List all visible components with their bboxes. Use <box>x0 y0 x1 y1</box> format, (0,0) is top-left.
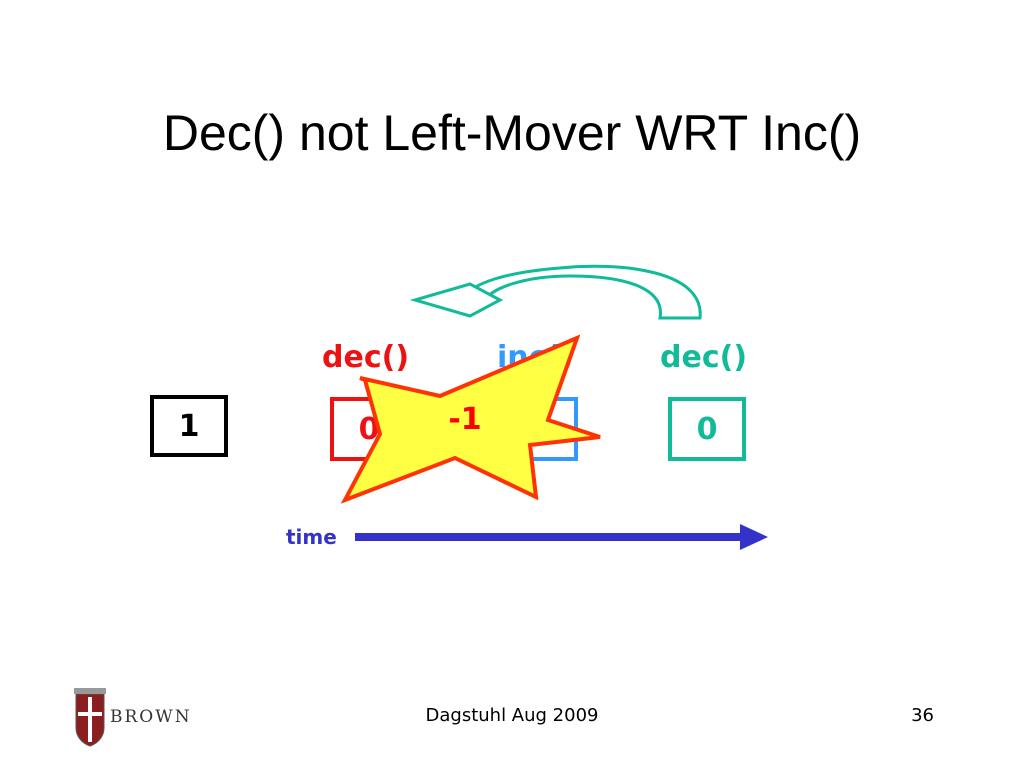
state-box-after-dec-2: 0 <box>668 397 746 461</box>
swap-arrow <box>460 264 702 320</box>
state-box-initial: 1 <box>150 395 228 457</box>
time-label: time <box>286 525 337 549</box>
op-label-dec-1: dec() <box>322 340 410 375</box>
slide-title: Dec() not Left-Mover WRT Inc() <box>162 105 862 161</box>
swap-arrowhead <box>409 282 504 318</box>
brown-shield-icon <box>74 688 106 747</box>
footer-text: Dagstuhl Aug 2009 <box>425 705 599 726</box>
op-label-dec-2: dec() <box>660 340 748 375</box>
collision-burst <box>340 334 601 504</box>
brown-logo-text: BROWN <box>110 707 192 727</box>
burst-value: -1 <box>448 402 482 437</box>
time-arrow-head <box>740 524 768 550</box>
page-number: 36 <box>911 705 934 726</box>
